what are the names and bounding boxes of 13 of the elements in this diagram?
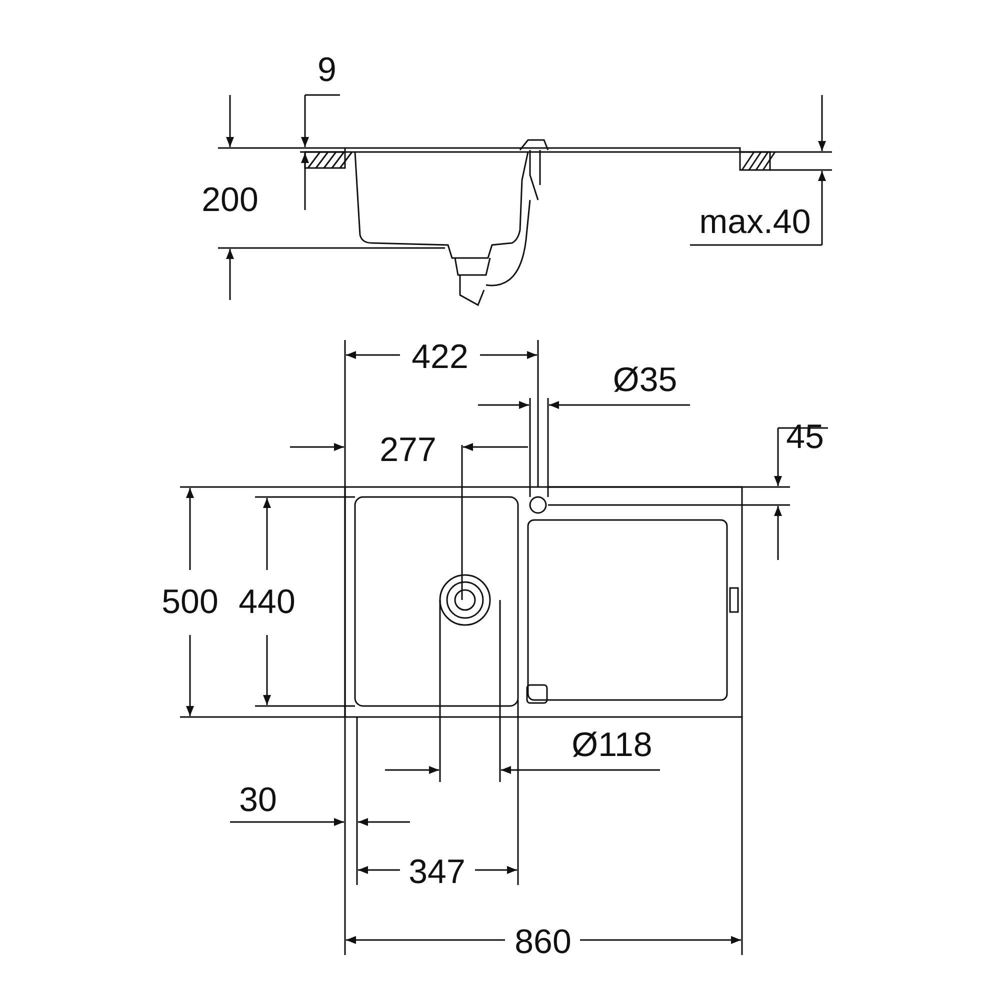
diameter-label: Ø35: [612, 363, 678, 397]
dimension-label: 9: [318, 53, 336, 87]
dimension-label: 200: [202, 183, 258, 217]
dimension-label: 45: [786, 420, 824, 454]
dimension-label: 500: [162, 585, 218, 619]
dimension-label: 860: [514, 925, 572, 959]
dimension-label: max.40: [699, 205, 811, 239]
dimension-label: 422: [412, 340, 468, 374]
dimension-label: 30: [239, 783, 277, 817]
diameter-label: Ø118: [572, 728, 652, 762]
dimension-label: 347: [408, 855, 466, 889]
dimension-label: 277: [380, 433, 436, 467]
dimension-label: 440: [238, 585, 296, 619]
